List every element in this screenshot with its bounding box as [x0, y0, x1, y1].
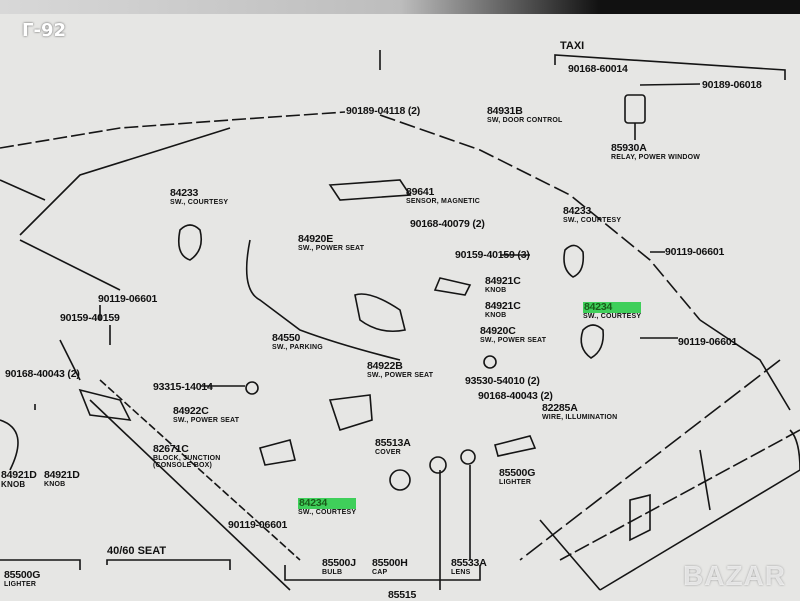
part-label: 90168-60014	[568, 63, 628, 75]
part-label: 90119-06601	[98, 293, 158, 305]
part-label: 90119-06601	[678, 336, 738, 348]
rear-window-line	[19, 127, 231, 236]
part-label: 90159-40159	[60, 312, 120, 324]
part-label: 93315-14014	[153, 381, 213, 393]
seat-section-label: 40/60 SEAT	[107, 545, 167, 557]
part-label: 90168-40079 (2)	[410, 218, 485, 230]
taxi-section-label: TAXI	[560, 40, 585, 52]
part-label: 90189-04118 (2)	[346, 105, 421, 117]
part-label: 90189-06018	[702, 79, 762, 91]
courtesy-switch-shape-3	[580, 324, 605, 359]
part-label: 85515	[388, 589, 417, 601]
watermark-logo: BAZAR	[683, 560, 786, 591]
part-label: 90168-40043 (2)	[5, 368, 80, 380]
part-label: 90159-40159 (3)	[455, 249, 530, 261]
seat-outline	[245, 239, 401, 361]
part-label: 90119-06601	[228, 519, 288, 531]
trunk-line	[699, 319, 791, 411]
relay-power-window-shape	[624, 94, 646, 140]
courtesy-switch-shape-2	[563, 244, 585, 278]
roof-line	[0, 111, 346, 149]
listing-code-badge: Г-92	[22, 20, 66, 41]
part-label: 93530-54010 (2)	[465, 375, 540, 387]
courtesy-switch-shape	[177, 224, 203, 261]
part-label: 90168-40043 (2)	[478, 390, 553, 402]
screen-bezel	[0, 0, 800, 14]
part-label: 90119-06601	[665, 246, 725, 258]
